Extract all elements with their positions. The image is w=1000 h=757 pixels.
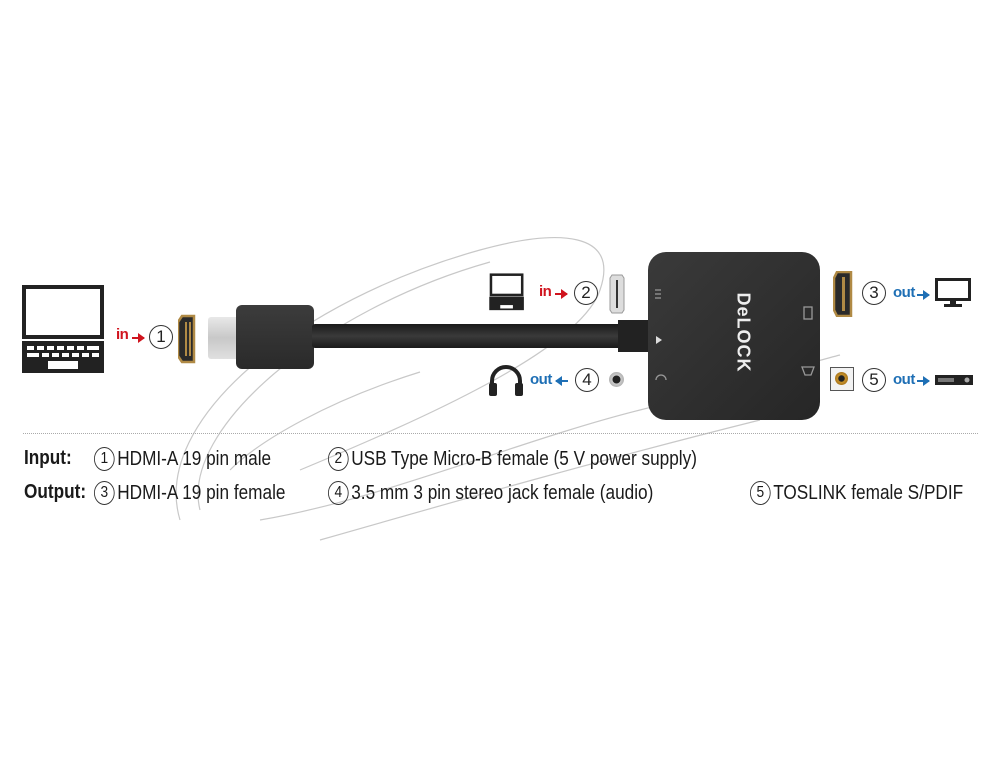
out-label-4: out bbox=[530, 371, 552, 388]
toslink-port-icon bbox=[830, 367, 854, 391]
arrow-out-4 bbox=[555, 376, 568, 386]
monitor-icon bbox=[935, 278, 971, 307]
callout-4: 4 bbox=[575, 368, 599, 392]
hdmi-plug-tip bbox=[208, 317, 240, 359]
in-label-1: in bbox=[116, 326, 129, 343]
laptop-icon bbox=[22, 285, 104, 373]
adapter-device bbox=[648, 252, 820, 420]
hdmi-female-port-icon bbox=[833, 271, 853, 317]
callout-1: 1 bbox=[149, 325, 173, 349]
callout-3: 3 bbox=[862, 281, 886, 305]
device-markings bbox=[655, 289, 815, 381]
arrow-in-2 bbox=[555, 289, 568, 299]
callout-5: 5 bbox=[862, 368, 886, 392]
out-label-5: out bbox=[893, 371, 915, 388]
laptop-icon-small bbox=[489, 273, 524, 311]
hdmi-port-icon bbox=[178, 314, 196, 364]
arrow-out-3 bbox=[917, 290, 930, 300]
input-label: Input: bbox=[24, 447, 72, 469]
cable bbox=[312, 324, 652, 348]
headphones-icon bbox=[489, 365, 523, 396]
av-receiver-icon bbox=[935, 375, 973, 385]
micro-usb-port-icon bbox=[609, 274, 625, 314]
legend-input-row: Input: bbox=[24, 447, 72, 470]
out-label-3: out bbox=[893, 284, 915, 301]
delock-logo: DeLOCK bbox=[733, 292, 754, 373]
audio-jack-port-icon bbox=[609, 372, 624, 387]
legend-output-row: Output: bbox=[24, 481, 86, 504]
arrow-in-1 bbox=[132, 333, 145, 343]
divider bbox=[23, 433, 978, 434]
cable-strain-relief bbox=[618, 320, 650, 352]
callout-2: 2 bbox=[574, 281, 598, 305]
hdmi-plug-body bbox=[236, 305, 314, 369]
arrow-out-5 bbox=[917, 376, 930, 386]
in-label-2: in bbox=[539, 283, 552, 300]
output-label: Output: bbox=[24, 481, 87, 503]
